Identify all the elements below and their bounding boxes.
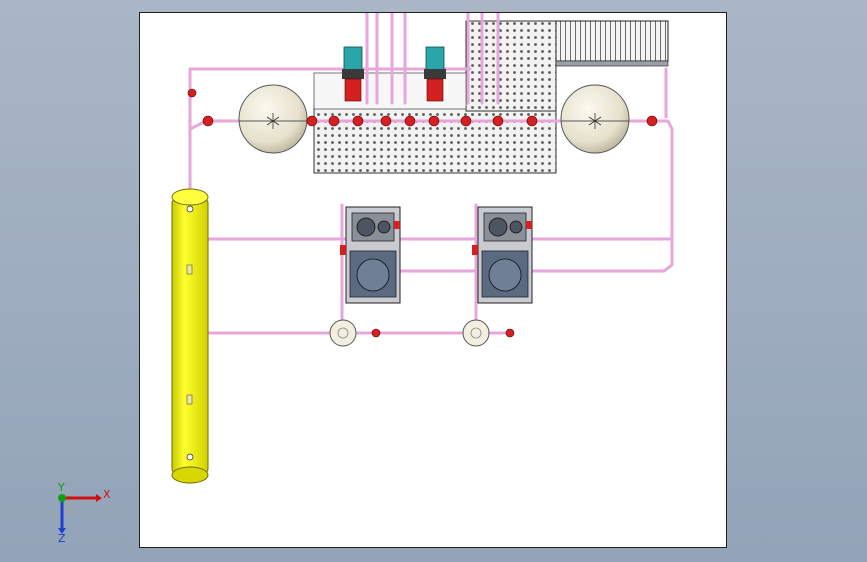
- right-spherical-tank[interactable]: [560, 84, 630, 154]
- compressor-unit-2[interactable]: [472, 206, 533, 304]
- separator-2[interactable]: [462, 319, 490, 347]
- valve-set[interactable]: [187, 88, 658, 338]
- y-axis-label: Y: [57, 482, 65, 494]
- z-axis-label: Z: [58, 532, 66, 542]
- pump-motor-2[interactable]: [424, 46, 446, 102]
- finned-heat-exchanger[interactable]: [555, 20, 669, 67]
- x-axis-label: X: [103, 488, 110, 501]
- separator-1[interactable]: [329, 319, 357, 347]
- coordinate-triad: X Y Z: [57, 482, 110, 542]
- left-spherical-tank[interactable]: [238, 84, 308, 154]
- compressor-unit-1[interactable]: [340, 206, 401, 304]
- vertical-air-receiver[interactable]: [171, 188, 209, 484]
- y-axis-marker: [58, 494, 66, 502]
- pump-motor-1[interactable]: [342, 46, 364, 102]
- drawing-canvas[interactable]: [140, 13, 728, 549]
- drawing-sheet[interactable]: [139, 12, 727, 548]
